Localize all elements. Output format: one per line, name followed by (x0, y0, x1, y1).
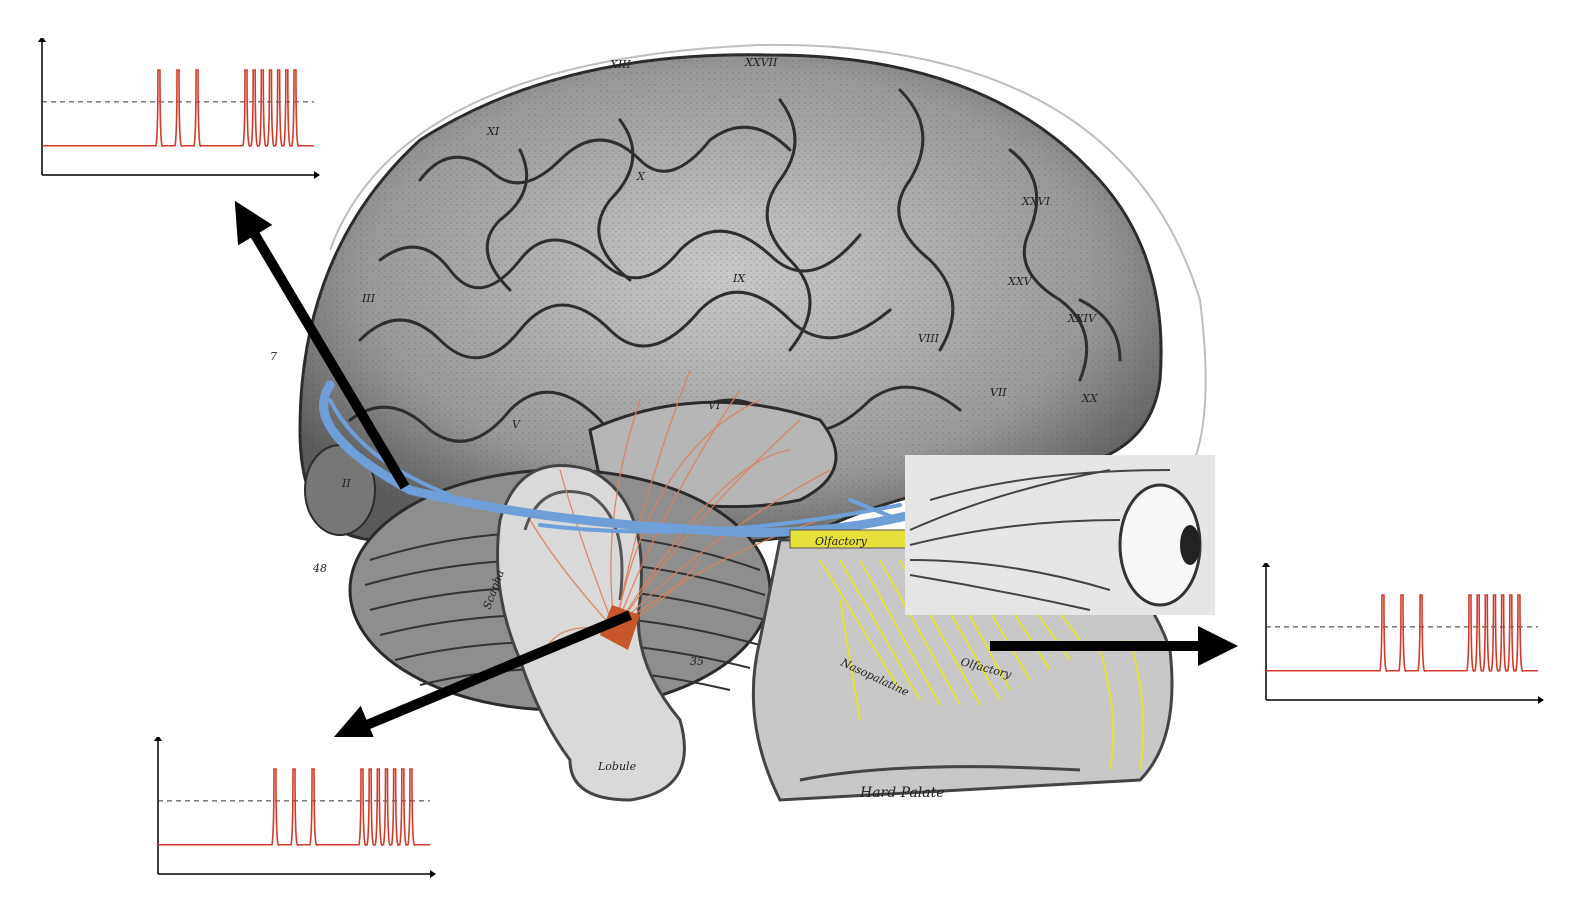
spike-trace (1266, 594, 1538, 672)
plot-axes (38, 38, 320, 179)
arrows (234, 200, 1238, 743)
x-axis-arrow (430, 870, 436, 878)
label-gyrus: V (512, 418, 521, 431)
label-olfactory-tract: Olfactory (815, 535, 868, 548)
y-axis-arrow (154, 737, 162, 741)
label-gyrus: XXVII (744, 56, 778, 69)
label-gyrus: IX (732, 272, 746, 285)
label-hard-palate: Hard Palate (859, 785, 945, 801)
spike-trace (158, 768, 430, 846)
label-gyrus: XI (486, 125, 500, 138)
label-gyrus: XIII (609, 58, 632, 71)
spike-plot-visual (32, 38, 322, 183)
x-axis-arrow (314, 171, 320, 179)
spike-plot-auditory (148, 737, 438, 882)
plot-axes (1262, 563, 1544, 704)
label-gyrus: II (341, 477, 351, 490)
label-gyrus: VII (990, 386, 1007, 399)
label-number: 35 (690, 655, 704, 668)
y-axis-arrow (38, 38, 46, 42)
label-gyrus: XXIV (1067, 312, 1097, 325)
spike-plot-olfactory (1256, 563, 1546, 708)
label-gyrus: XXVI (1021, 195, 1051, 208)
label-gyrus: III (361, 292, 376, 305)
spike-trace (42, 69, 314, 147)
spike-plot-visual-svg (38, 38, 320, 179)
label-gyrus: VI (708, 399, 721, 412)
label-lobule: Lobule (597, 760, 637, 773)
arrow-to-visual-plot (234, 200, 410, 490)
y-axis-arrow (1262, 563, 1270, 567)
label-gyrus: XX (1081, 392, 1099, 405)
spike-plot-olfactory-svg (1262, 563, 1544, 704)
eye-orbit (905, 455, 1215, 615)
label-gyrus: XXV (1007, 275, 1033, 288)
label-number: 7 (270, 350, 277, 363)
label-gyrus: X (636, 170, 646, 183)
plot-axes (154, 737, 436, 878)
spike-plot-auditory-svg (154, 737, 436, 878)
label-number: 48 (312, 562, 327, 575)
x-axis-arrow (1538, 696, 1544, 704)
arrow-to-auditory-plot (331, 610, 632, 743)
label-gyrus: VIII (918, 332, 940, 345)
head-outline (329, 43, 1207, 471)
cerebrum (298, 53, 1163, 545)
